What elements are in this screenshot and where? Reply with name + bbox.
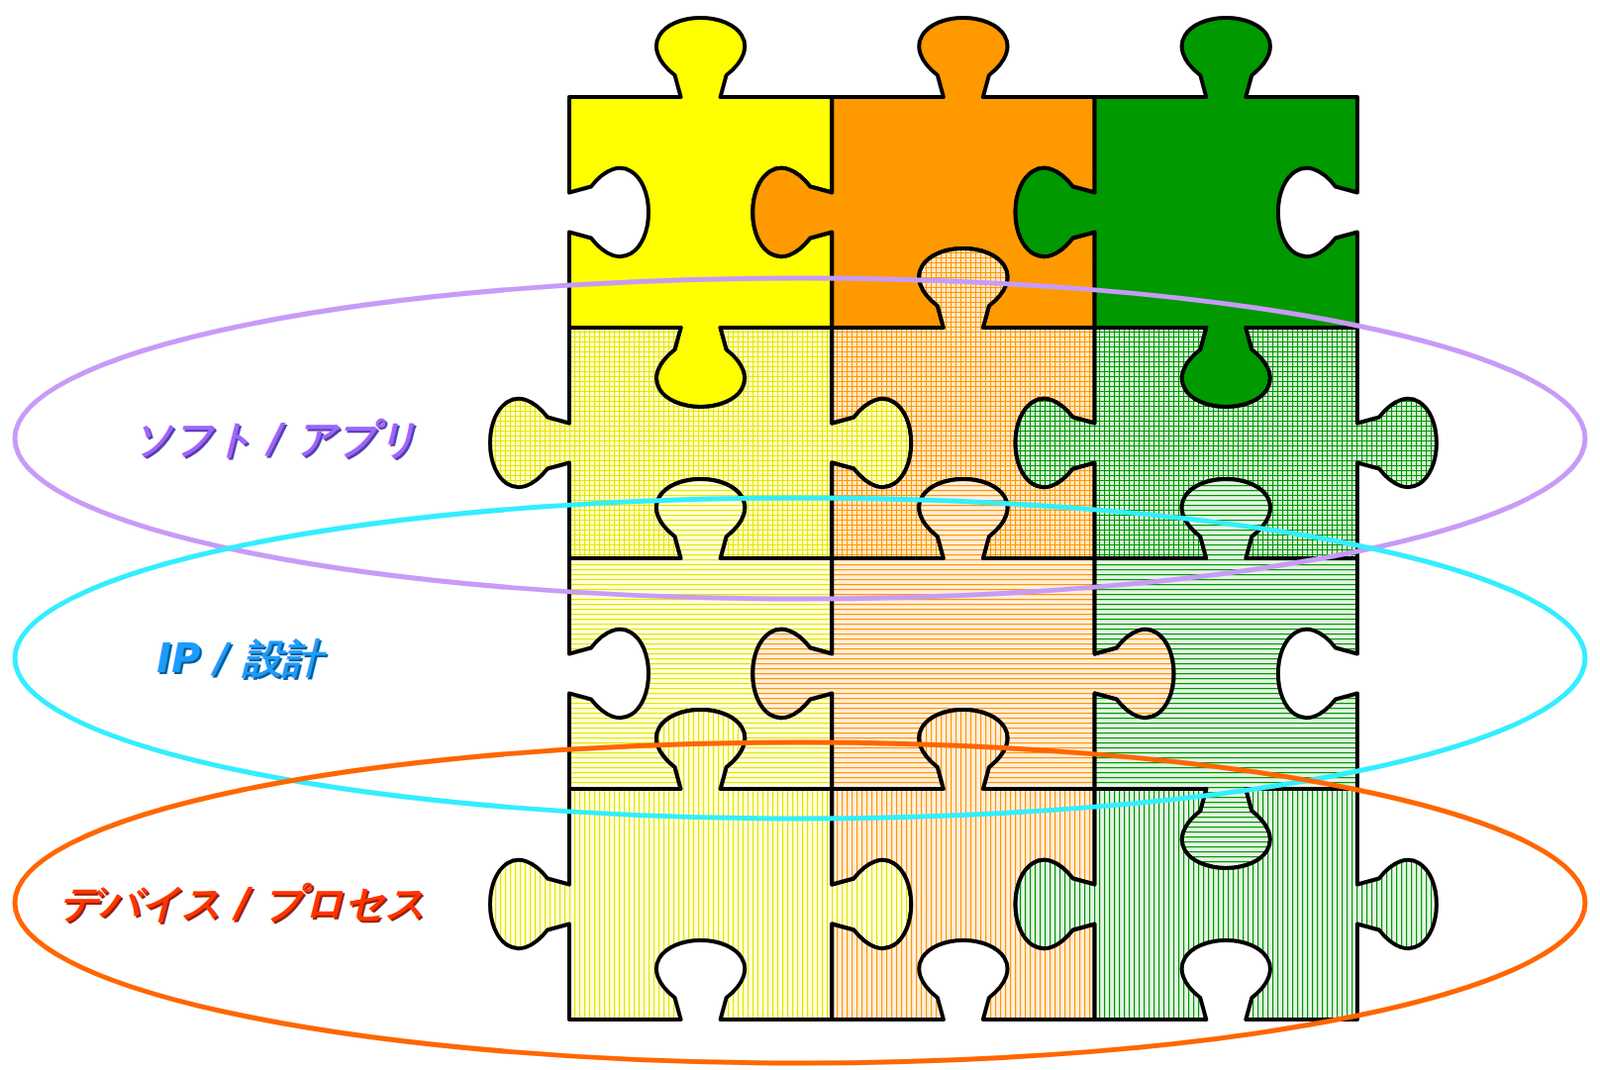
- layer-label: デバイス / プロセス: [59, 879, 426, 927]
- layer-label: IP / 設計: [156, 634, 322, 683]
- layer-ellipse: ソフト / アプリ: [11, 275, 1589, 602]
- layer-ellipse: デバイス / プロセス: [11, 739, 1589, 1067]
- puzzle-piece: [1015, 789, 1437, 1020]
- layer-ellipse: IP / 設計: [11, 495, 1589, 822]
- layer-label: ソフト / アプリ: [132, 414, 418, 463]
